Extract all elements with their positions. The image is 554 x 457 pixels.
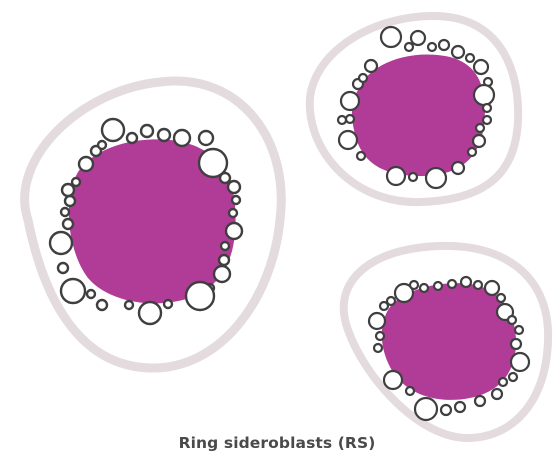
- ring-sideroblast-cell-bottom-right: [344, 246, 548, 438]
- ring-sideroblast-cell-left: [25, 81, 282, 368]
- ring-sideroblast-cell-top-right: [310, 16, 518, 202]
- diagram-caption: Ring sideroblasts (RS): [0, 434, 554, 452]
